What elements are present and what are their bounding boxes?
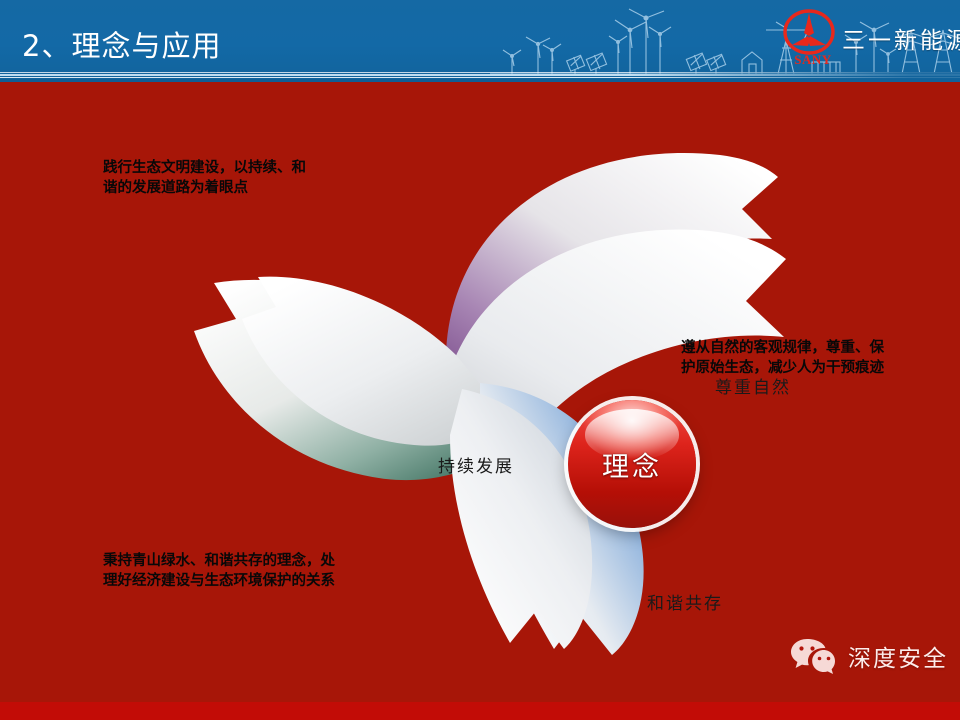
pinwheel-blades: [194, 153, 786, 655]
blade-label-harmonious-coexist: 和谐共存: [647, 594, 723, 614]
blade-label-sustainable-dev: 持续发展: [438, 457, 514, 477]
page-title: 2、理念与应用: [22, 29, 222, 63]
hub-label: 理念: [602, 451, 662, 483]
diagram-hub: 理念: [568, 400, 696, 528]
sany-logo: SANY 三一新能源: [780, 9, 960, 71]
watermark: 深度安全: [790, 636, 948, 676]
blade-left: [194, 276, 506, 481]
header-divider-lines: [0, 72, 960, 82]
note-right: 遵从自然的客观规律，尊重、保护原始生态，减少人为干预痕迹: [681, 340, 884, 376]
wind-farm-skyline-icon: [490, 8, 960, 75]
watermark-text: 深度安全: [848, 646, 948, 672]
note-bottom-left: 秉持青山绿水、和谐共存的理念，处理好经济建设与生态环境保护的关系: [103, 553, 335, 589]
footer-strip: [0, 702, 960, 720]
wechat-icon: [791, 639, 835, 674]
blade-label-respect-nature: 尊重自然: [715, 378, 791, 398]
philosophy-pinwheel-diagram: 尊重自然 持续发展 和谐共存 理念: [150, 115, 790, 655]
logo-brand-cn: 三一新能源: [842, 28, 960, 54]
slide-header: 2、理念与应用 SANY 三一新能源: [0, 0, 960, 82]
sany-triangle-emblem-icon: [783, 9, 835, 55]
note-top-left: 践行生态文明建设，以持续、和谐的发展道路为着眼点: [103, 160, 306, 196]
logo-brand-en: SANY: [794, 52, 832, 67]
